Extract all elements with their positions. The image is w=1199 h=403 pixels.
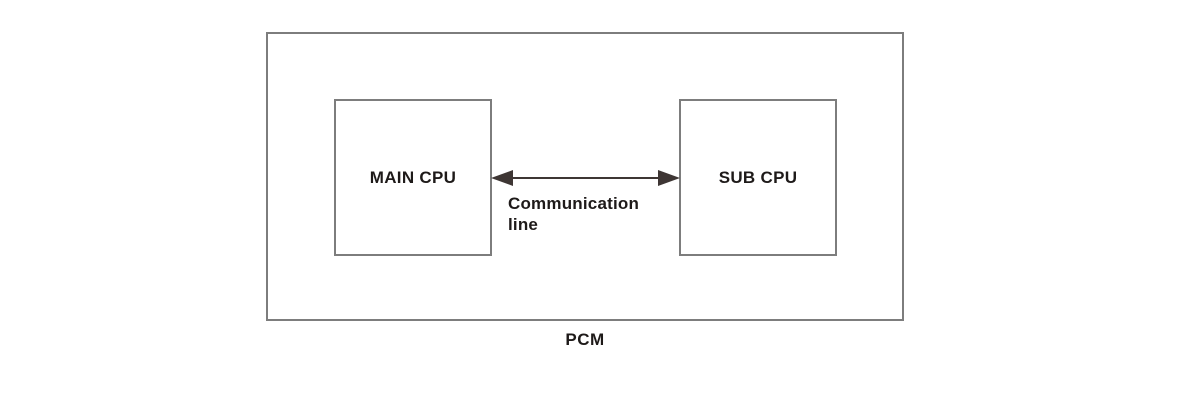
main-cpu-label: MAIN CPU [369,167,457,187]
double-arrow-connector [490,168,681,188]
main-cpu-box: MAIN CPU [334,99,492,256]
communication-line-label: Communication line [508,194,640,234]
sub-cpu-label: SUB CPU [718,167,798,187]
sub-cpu-box: SUB CPU [679,99,837,256]
pcm-label: PCM [565,330,605,349]
double-arrow-icon [491,170,680,186]
